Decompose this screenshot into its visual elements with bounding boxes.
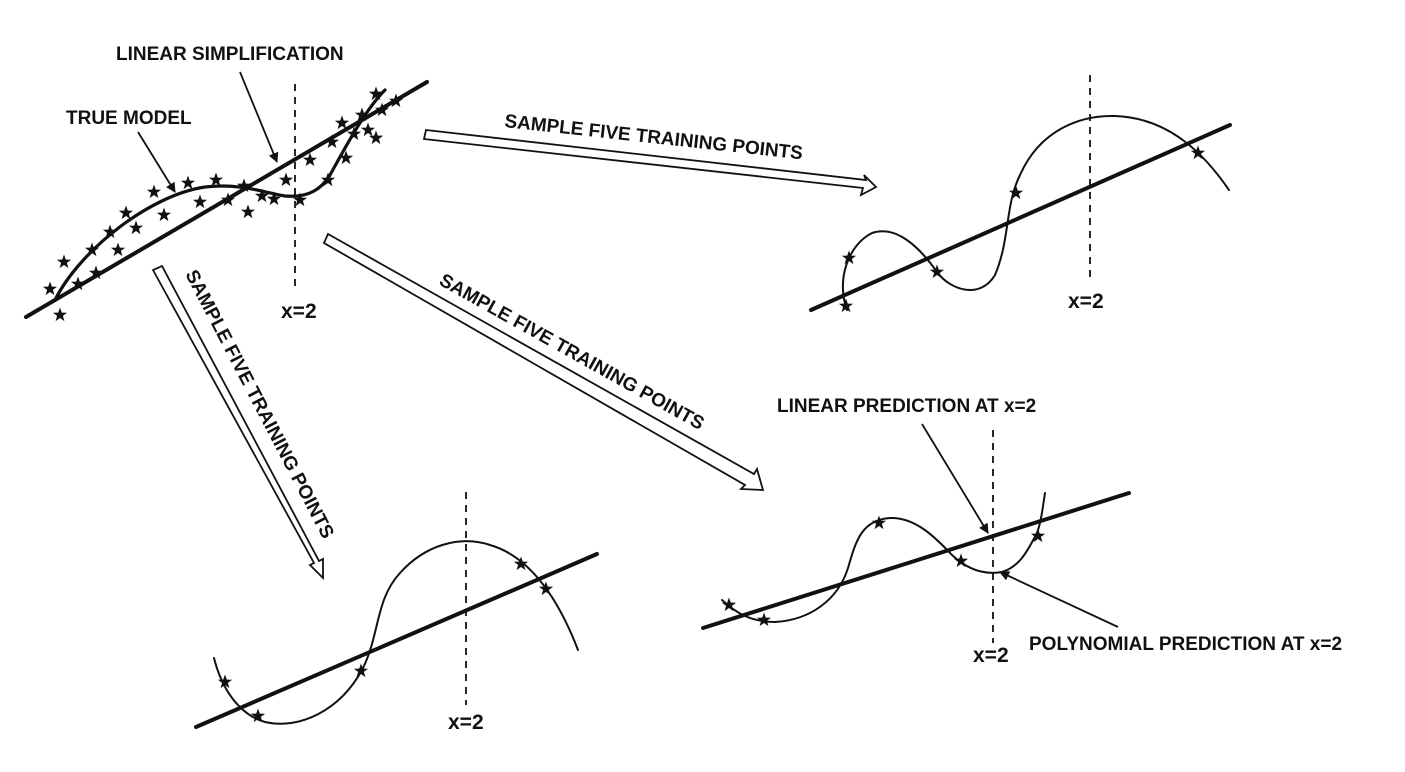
true-model-pointer xyxy=(137,131,176,193)
sample-point-star xyxy=(102,224,118,239)
sample-point-star xyxy=(254,188,270,203)
sample-point-star xyxy=(42,281,58,296)
sample-point-star xyxy=(929,264,945,279)
sample-point-star xyxy=(320,172,336,187)
sample-point-star xyxy=(324,134,340,149)
sample-point-star xyxy=(266,191,282,206)
sample-point-star xyxy=(353,663,369,678)
panel-true-model: x=2 LINEAR SIMPLIFICATION TRUE MODEL xyxy=(24,44,429,323)
sample-point-star xyxy=(368,86,384,101)
sample-point-star xyxy=(70,276,86,291)
sample-point-star xyxy=(346,126,362,141)
x2-label: x=2 xyxy=(281,300,317,323)
sample-point-star xyxy=(334,115,350,130)
sample-point-star xyxy=(1030,528,1046,543)
sample-point-star xyxy=(84,242,100,257)
sample-point-star xyxy=(354,107,370,122)
training-points xyxy=(838,145,1206,313)
sample-point-star xyxy=(156,207,172,222)
sample-arrow-diagonal-label: SAMPLE FIVE TRAINING POINTS xyxy=(436,270,708,435)
sample-point-star xyxy=(240,204,256,219)
linear-simplification-pointer xyxy=(239,71,279,163)
sample-point-star xyxy=(756,612,772,627)
sample-point-star xyxy=(250,708,266,723)
sample-point-star xyxy=(374,102,390,117)
training-points xyxy=(217,556,554,723)
panel-sample-c: x=2 LINEAR PREDICTION AT x=2 POLYNOMIAL … xyxy=(701,396,1342,667)
linear-fit-line xyxy=(194,552,599,729)
sample-point-star xyxy=(838,298,854,313)
polynomial-fit-curve xyxy=(842,114,1230,311)
linear-fit-line xyxy=(809,123,1232,312)
sample-point-star xyxy=(278,172,294,187)
sample-point-star xyxy=(953,553,969,568)
sample-point-star xyxy=(302,152,318,167)
panel-sample-a: x=2 xyxy=(809,75,1232,313)
sample-point-star xyxy=(360,122,376,137)
sample-point-star xyxy=(388,93,404,108)
true-model-curve xyxy=(53,88,387,302)
sample-point-star xyxy=(338,150,354,165)
x2-label: x=2 xyxy=(448,711,484,734)
linear-simplification-label: LINEAR SIMPLIFICATION xyxy=(116,44,344,65)
sample-point-star xyxy=(110,242,126,257)
sample-point-star xyxy=(208,172,224,187)
polynomial-fit-curve xyxy=(213,540,579,725)
sample-point-star xyxy=(192,194,208,209)
sample-point-star xyxy=(1008,185,1024,200)
polynomial-prediction-pointer xyxy=(999,571,1119,628)
linear-prediction-label: LINEAR PREDICTION AT x=2 xyxy=(777,396,1036,417)
sample-arrow-right: SAMPLE FIVE TRAINING POINTS xyxy=(422,111,878,197)
panel-sample-b: x=2 xyxy=(194,492,599,734)
x2-label: x=2 xyxy=(973,644,1009,667)
training-points xyxy=(721,515,1046,627)
sample-point-star xyxy=(841,250,857,265)
sample-point-star xyxy=(180,175,196,190)
sample-point-star xyxy=(56,254,72,269)
sample-point-star xyxy=(292,192,308,207)
sample-point-star xyxy=(52,307,68,322)
sample-point-star xyxy=(217,674,233,689)
sample-point-star xyxy=(128,220,144,235)
sample-point-star xyxy=(220,192,236,207)
sample-point-star xyxy=(146,184,162,199)
sample-point-star xyxy=(538,581,554,596)
polynomial-fit-curve xyxy=(721,492,1046,624)
linear-fit-line xyxy=(701,491,1131,630)
sample-point-star xyxy=(88,265,104,280)
sample-point-star xyxy=(871,515,887,530)
true-model-label: TRUE MODEL xyxy=(66,108,192,129)
sample-point-star xyxy=(368,130,384,145)
sample-arrow-diagonal: SAMPLE FIVE TRAINING POINTS xyxy=(322,232,765,491)
x2-label: x=2 xyxy=(1068,290,1104,313)
sample-point-star xyxy=(236,178,252,193)
sample-point-star xyxy=(721,597,737,612)
sample-point-star xyxy=(118,205,134,220)
sample-point-star xyxy=(1190,145,1206,160)
polynomial-prediction-label: POLYNOMIAL PREDICTION AT x=2 xyxy=(1029,634,1342,655)
linear-prediction-pointer xyxy=(921,423,989,534)
population-stars xyxy=(42,86,404,322)
sample-point-star xyxy=(513,556,529,571)
